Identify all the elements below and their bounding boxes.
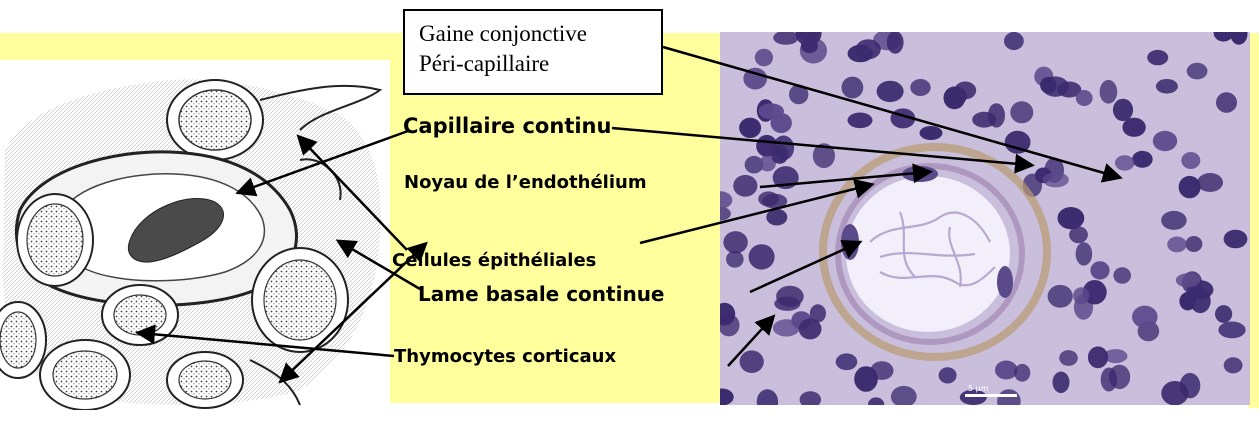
arrow-lame-right [750,243,858,292]
arrow-thymocytes-right [728,318,772,366]
arrow-thymocytes-left [140,333,394,356]
arrow-gaine-conjonctive [663,47,1118,177]
arrow-cellules-top [300,138,407,250]
arrow-cellules-bottom [282,252,417,380]
arrow-cellules-micro [640,185,870,243]
arrow-noyau-endothelium [760,172,928,187]
arrow-lame-left [340,242,420,289]
